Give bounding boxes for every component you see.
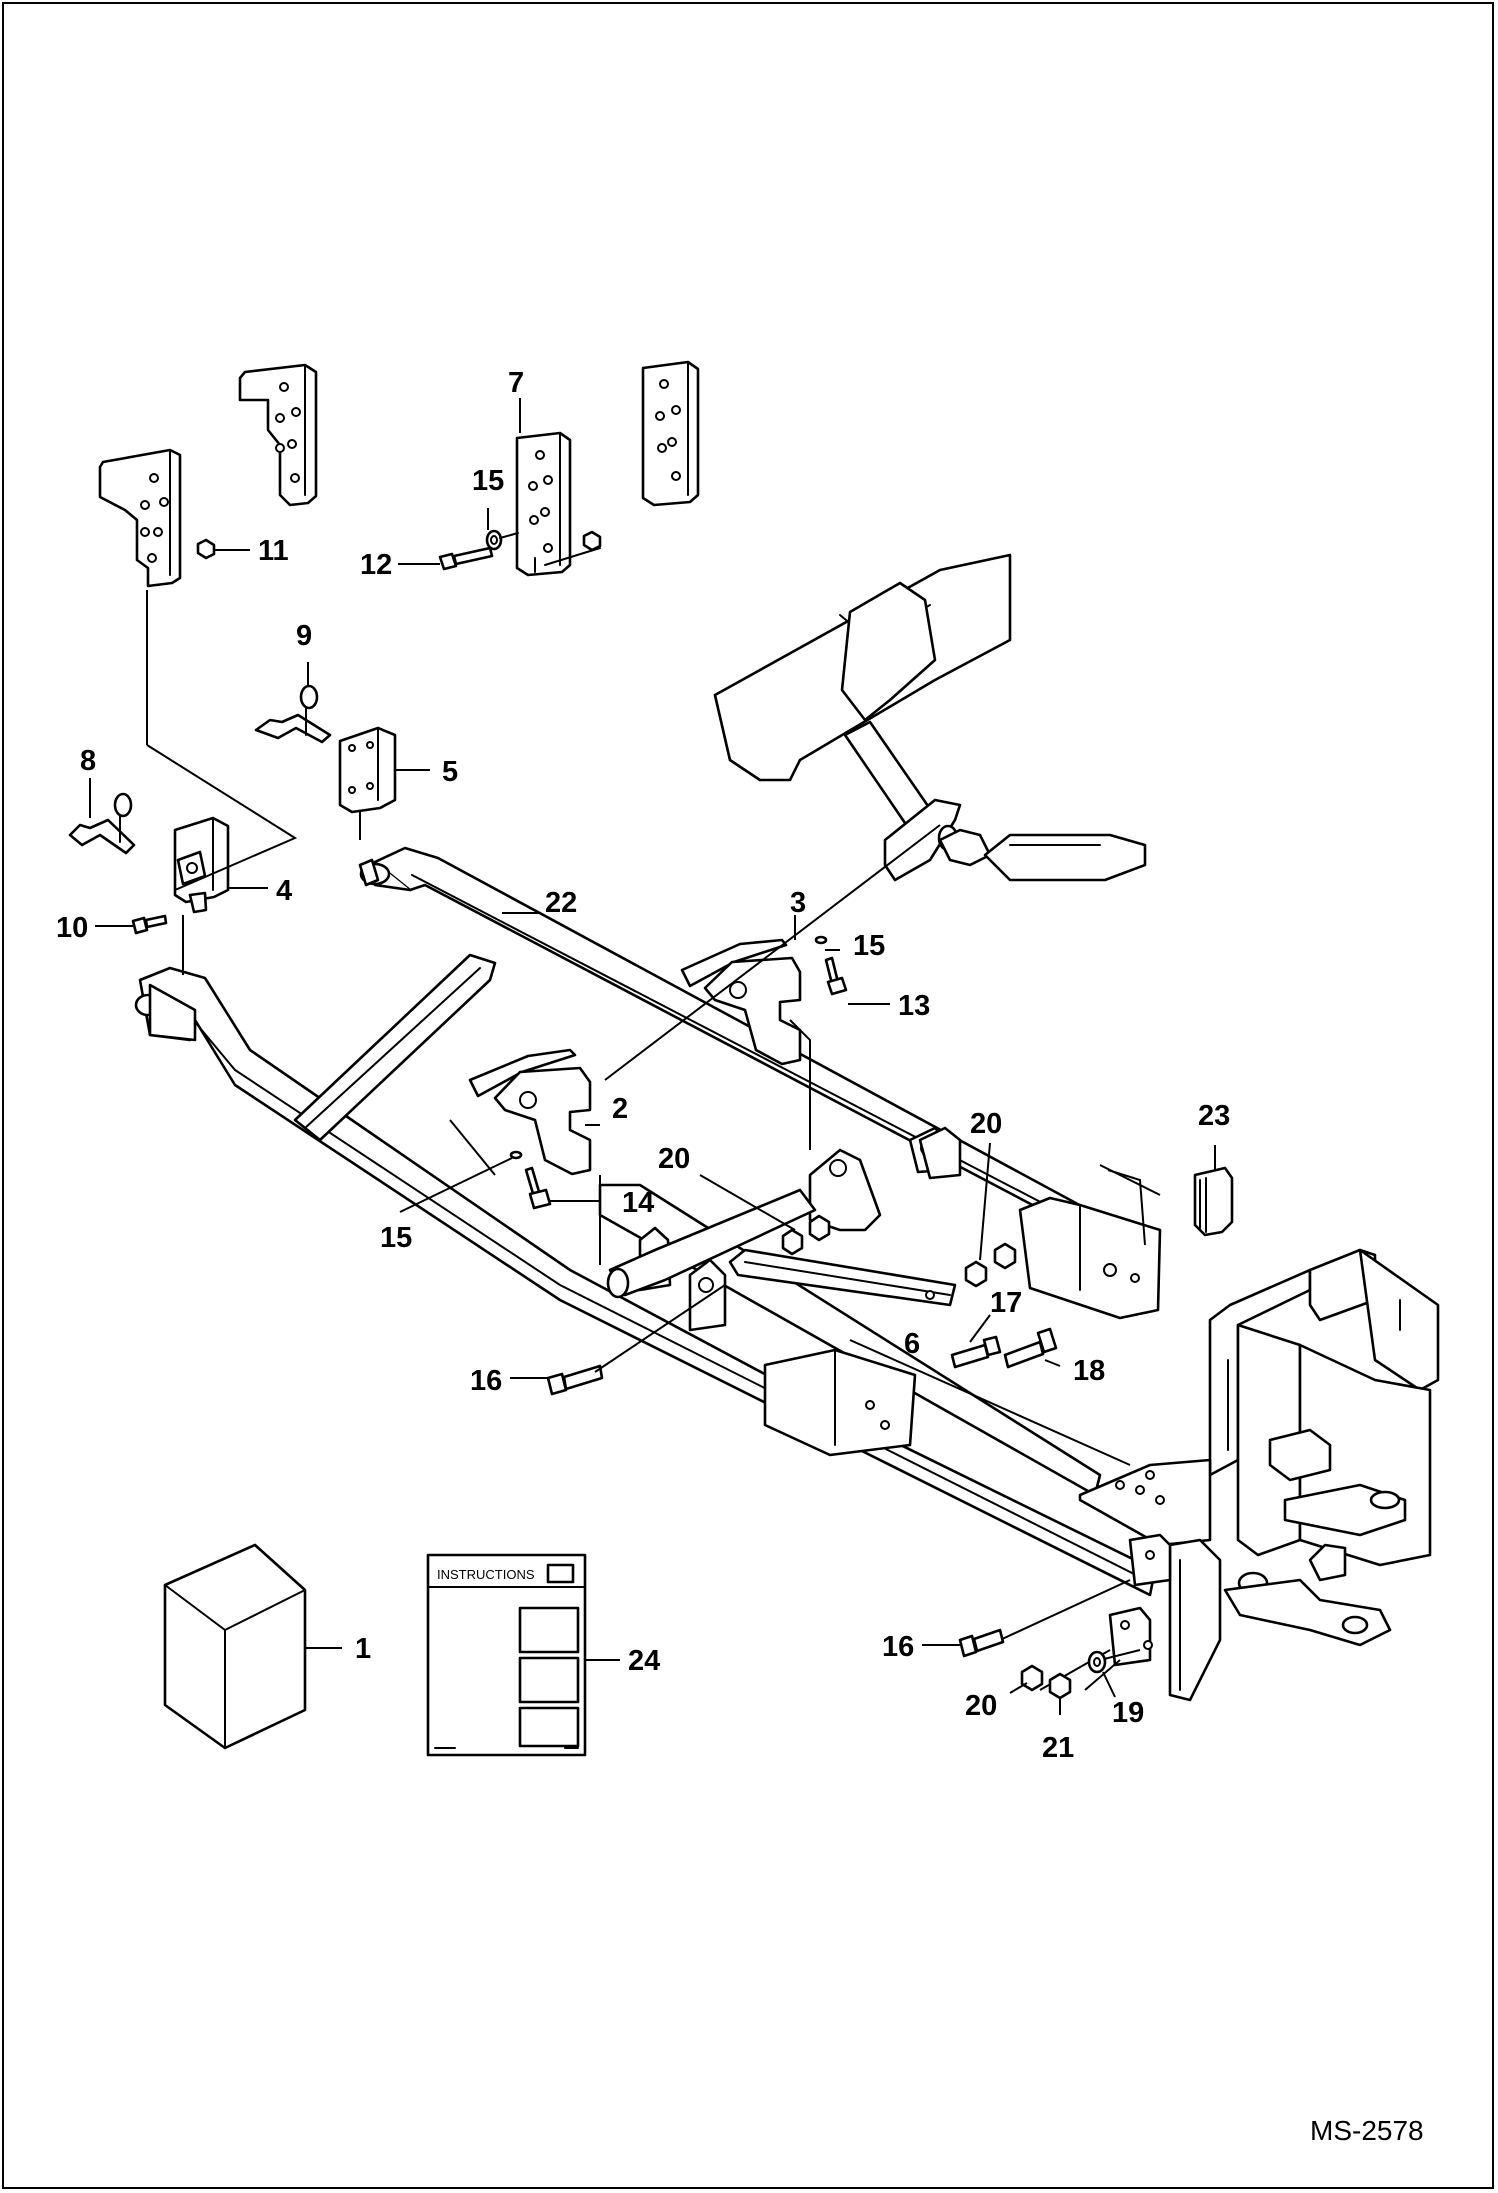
lift-arm-22 (134, 846, 1157, 1597)
bolt-16-upper (546, 1364, 604, 1396)
callout-16-upper: 16 (470, 1365, 502, 1397)
callout-4: 4 (276, 875, 292, 907)
nut-21 (1048, 1672, 1072, 1700)
callout-6: 6 (904, 1328, 920, 1360)
drawing-reference-code: MS-2578 (1310, 2115, 1424, 2146)
tractor-drawbar (713, 553, 1147, 882)
mounting-bracket-center (238, 363, 318, 507)
callout-17: 17 (990, 1287, 1022, 1319)
washer-15-mid (509, 935, 828, 1160)
callout-11: 11 (258, 535, 289, 567)
link-bar-6 (728, 1248, 957, 1307)
callout-1: 1 (355, 1633, 371, 1665)
callout-22: 22 (545, 887, 577, 919)
lock-pin-9 (254, 684, 332, 744)
lock-pin-8 (68, 792, 136, 855)
callout-21: 21 (1042, 1732, 1074, 1764)
callout-3: 3 (790, 887, 806, 919)
callout-15-top: 15 (472, 465, 504, 497)
bolt-16-lower (958, 1628, 1005, 1658)
rubber-pad-23 (1193, 1166, 1234, 1237)
instructions-manual-24 (426, 1553, 587, 1757)
callout-10: 10 (56, 912, 88, 944)
nut-20-lower (1020, 1664, 1044, 1692)
nut-11 (196, 538, 216, 560)
callout-leaders (89, 398, 1216, 1715)
callout-15-mid: 15 (380, 1222, 412, 1254)
machine-frame (1078, 1248, 1440, 1702)
stop-bracket-right (918, 1126, 1162, 1320)
callout-20-center: 20 (658, 1143, 690, 1175)
bolt-17 (950, 1335, 1002, 1369)
callout-2: 2 (612, 1093, 628, 1125)
mounting-plate-7 (515, 431, 572, 577)
callout-20-lower: 20 (965, 1690, 997, 1722)
callout-20-right: 20 (970, 1108, 1002, 1140)
bolt-13 (824, 956, 848, 996)
callout-12: 12 (360, 549, 392, 581)
callout-18: 18 (1073, 1355, 1105, 1387)
bolt-18 (1003, 1327, 1058, 1369)
mounting-bracket-left (98, 448, 182, 588)
callout-7: 7 (508, 367, 524, 399)
washer-19 (1087, 1650, 1107, 1674)
hitch-block-5 (338, 726, 397, 814)
bolt-12 (438, 546, 494, 571)
instructions-label: INSTRUCTIONS (437, 1567, 535, 1582)
bolt-14 (524, 1166, 552, 1210)
callout-19: 19 (1112, 1697, 1144, 1729)
callout-23: 23 (1198, 1100, 1230, 1132)
mounting-plate-right (641, 360, 700, 507)
frame-plate-lower (763, 1348, 917, 1457)
nuts-20-pair (964, 1242, 1017, 1288)
callout-9: 9 (296, 620, 312, 652)
washer-15-top (485, 529, 503, 551)
mount-plate-2 (468, 1048, 592, 1176)
callout-5: 5 (442, 756, 458, 788)
callout-13: 13 (898, 990, 930, 1022)
bolt-10 (131, 914, 168, 935)
parts-box-1 (163, 1543, 307, 1750)
nuts-20-center (781, 1214, 831, 1256)
callout-8: 8 (80, 745, 96, 777)
nut-plate-7 (582, 530, 602, 552)
mount-plate-3 (680, 938, 802, 1066)
callout-15-right: 15 (853, 930, 885, 962)
callout-24: 24 (628, 1645, 660, 1677)
hitch-block-4 (173, 816, 230, 914)
callout-14: 14 (622, 1187, 654, 1219)
callout-16-lower: 16 (882, 1631, 914, 1663)
assembly-guide-lines (146, 590, 1161, 1691)
